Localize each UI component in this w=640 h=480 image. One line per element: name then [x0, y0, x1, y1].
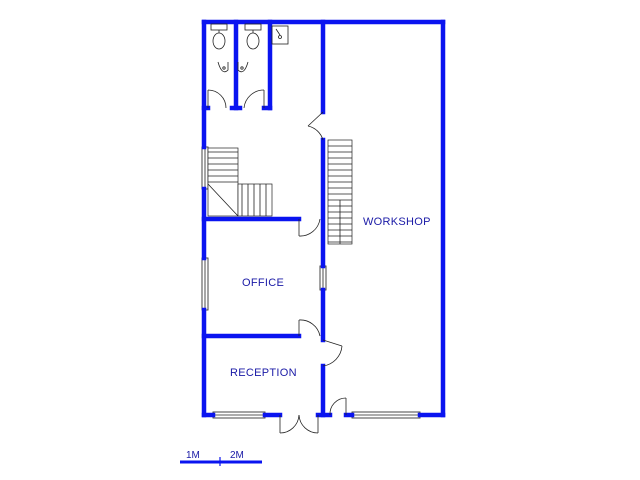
walls	[201, 19, 446, 418]
door-swing-icon	[307, 111, 324, 141]
sink-icon	[271, 25, 289, 45]
door-swing-icon	[279, 414, 319, 434]
door-swing-icon	[322, 339, 343, 367]
stair-icon	[327, 139, 353, 245]
door-swing-icon	[298, 218, 321, 237]
scale-label-2m: 2M	[230, 450, 244, 461]
door-swing-icon	[243, 89, 265, 109]
room-label-reception: RECEPTION	[230, 367, 297, 379]
fixtures	[210, 23, 289, 73]
room-label-office: OFFICE	[242, 277, 284, 289]
room-label-workshop: WORKSHOP	[363, 216, 431, 228]
doors	[207, 89, 347, 434]
door-swing-icon	[329, 397, 347, 416]
door-swing-icon	[207, 89, 227, 109]
door-swing-icon	[298, 319, 321, 337]
scale-label-1m: 1M	[186, 450, 200, 461]
toilet-icon	[244, 23, 262, 50]
stair-tread	[207, 183, 239, 217]
basin-icon	[237, 61, 249, 73]
scale-bar: 1M 2M	[180, 450, 262, 466]
stair-icon	[207, 147, 273, 217]
toilet-icon	[210, 23, 228, 50]
basin-icon	[217, 61, 229, 73]
